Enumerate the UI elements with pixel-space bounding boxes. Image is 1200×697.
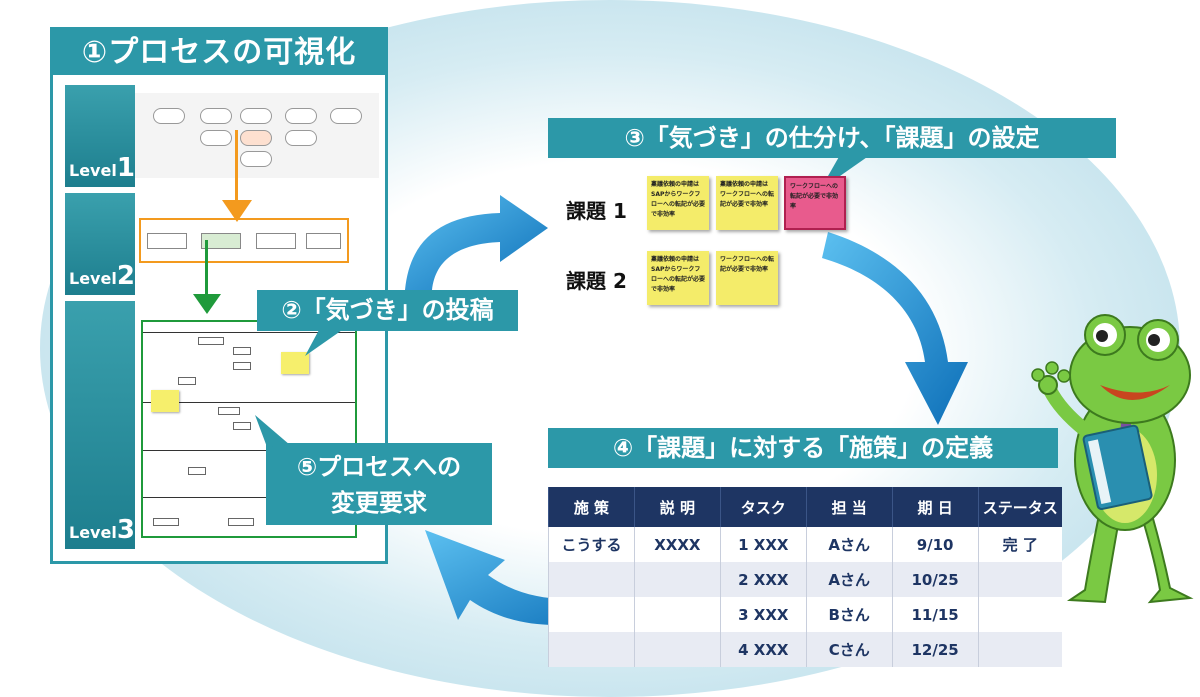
l2-step (147, 233, 187, 249)
issue1-note1: 稟議依頼の申請は SAPからワークフローへの転記が必要で非効率 (647, 176, 709, 230)
l1-node (153, 108, 185, 124)
l1-node (240, 108, 272, 124)
l2-step (306, 233, 341, 249)
level1-word: Level (69, 161, 117, 180)
l3-node (188, 467, 206, 475)
level2-diagram (139, 218, 349, 263)
col-header: 期 日 (891, 487, 979, 527)
l1-node (285, 108, 317, 124)
table-cell: こうする (548, 527, 635, 562)
l3-node (233, 362, 251, 370)
col-header: 施 策 (548, 487, 635, 527)
table-cell: 10/25 (891, 562, 979, 597)
l1-node (200, 130, 232, 146)
l3-node (178, 377, 196, 385)
issue2-label: 課題 2 (566, 269, 627, 293)
issue1-label: 課題 1 (566, 199, 627, 223)
measures-table: 施 策 説 明 タスク 担 当 期 日 ステータス こうする XXXX 1 XX… (548, 487, 1062, 667)
orange-arrowhead (222, 200, 252, 222)
step5-pointer (255, 415, 290, 447)
table-cell (977, 597, 1062, 632)
table-cell: 3 XXX (719, 597, 807, 632)
l1-node (285, 130, 317, 146)
table-cell (633, 632, 721, 667)
table-cell: 完 了 (977, 527, 1062, 562)
l1-node-highlight (240, 130, 272, 146)
step5-line1: ⑤プロセスへの (296, 453, 462, 481)
table-cell: 12/25 (891, 632, 979, 667)
l3-node (153, 518, 179, 526)
table-cell: 11/15 (891, 597, 979, 632)
issue1-note3: ワークフローへの転記が必要で非効率 (784, 176, 846, 230)
level2-number: 2 (116, 261, 135, 291)
table-row: こうする XXXX 1 XXX Aさん 9/10 完 了 (548, 527, 1062, 562)
table-cell (548, 632, 635, 667)
l3-sticky (281, 352, 309, 374)
l2-step (256, 233, 296, 249)
lane-line (143, 402, 355, 403)
table-cell: XXXX (633, 527, 721, 562)
table-cell (977, 562, 1062, 597)
lane-line (143, 450, 355, 451)
level1-diagram (135, 93, 379, 178)
table-row: 4 XXX Cさん 12/25 (548, 632, 1062, 667)
step3-label: ③「気づき」の仕分け、「課題」の設定 (548, 118, 1116, 158)
level3-word: Level (69, 523, 117, 542)
l1-node (330, 108, 362, 124)
table-cell: 9/10 (891, 527, 979, 562)
step5-label: ⑤プロセスへの 変更要求 (266, 443, 492, 525)
col-header: タスク (719, 487, 807, 527)
table-cell (633, 562, 721, 597)
table-cell (977, 632, 1062, 667)
table-header-row: 施 策 説 明 タスク 担 当 期 日 ステータス (548, 487, 1062, 527)
table-cell: Aさん (805, 527, 893, 562)
table-cell: 1 XXX (719, 527, 807, 562)
col-header: 担 当 (805, 487, 893, 527)
step4-label: ④「課題」に対する「施策」の定義 (548, 428, 1058, 468)
level3-number: 3 (116, 515, 135, 545)
step2-pointer (305, 328, 345, 356)
l3-node (233, 422, 251, 430)
green-connector (205, 240, 208, 302)
step5-line2: 変更要求 (331, 489, 427, 517)
level1-label: Level1 (65, 85, 135, 187)
frog-mascot-icon (1031, 314, 1194, 604)
lane-line (143, 497, 355, 498)
table-row: 3 XXX Bさん 11/15 (548, 597, 1062, 632)
issue2-note1: 稟議依頼の申請は SAPからワークフローへの転記が必要で非効率 (647, 251, 709, 305)
level2-word: Level (69, 269, 117, 288)
col-header: ステータス (977, 487, 1062, 527)
orange-connector (235, 130, 238, 210)
table-cell: Cさん (805, 632, 893, 667)
level3-label: Level3 (65, 301, 135, 549)
l1-node (200, 108, 232, 124)
level2-label: Level2 (65, 193, 135, 295)
arrow-to-step3 (405, 195, 548, 290)
lane-line (143, 332, 355, 333)
step2-label: ②「気づき」の投稿 (257, 290, 518, 331)
l3-node (218, 407, 240, 415)
arrow-to-step4 (822, 232, 968, 425)
table-cell (633, 597, 721, 632)
l3-node (233, 347, 251, 355)
table-cell: 4 XXX (719, 632, 807, 667)
table-row: 2 XXX Aさん 10/25 (548, 562, 1062, 597)
panel1-title: ①プロセスの可視化 (53, 30, 385, 75)
table-cell (548, 562, 635, 597)
green-arrowhead (193, 294, 221, 314)
table-cell: 2 XXX (719, 562, 807, 597)
l2-step-highlight (201, 233, 241, 249)
issue1-note2: 稟議依頼の申請は ワークフローへの転記が必要で非効率 (716, 176, 778, 230)
table-cell: Bさん (805, 597, 893, 632)
issue2-note2: ワークフローへの転記が必要で非効率 (716, 251, 778, 305)
table-cell (548, 597, 635, 632)
l1-node (240, 151, 272, 167)
level1-number: 1 (116, 153, 135, 183)
l3-node (198, 337, 224, 345)
table-cell: Aさん (805, 562, 893, 597)
l3-sticky (151, 390, 179, 412)
col-header: 説 明 (633, 487, 721, 527)
l3-node (228, 518, 254, 526)
